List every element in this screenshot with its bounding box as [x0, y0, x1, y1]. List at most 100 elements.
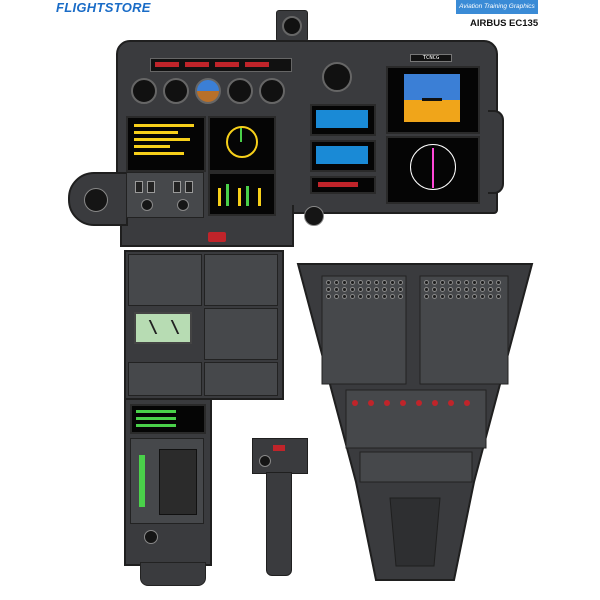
circuit-breaker-icon[interactable]	[342, 294, 347, 299]
circuit-breaker-icon[interactable]	[448, 294, 453, 299]
toggle-switch[interactable]	[173, 181, 181, 193]
console-panel-5	[204, 362, 278, 396]
center-engine-display	[208, 116, 276, 172]
circuit-breaker-grid-right	[424, 280, 502, 299]
circuit-breaker-icon[interactable]	[326, 287, 331, 292]
circuit-breaker-icon[interactable]	[390, 287, 395, 292]
circuit-breaker-icon[interactable]	[464, 287, 469, 292]
circuit-breaker-icon[interactable]	[440, 280, 445, 285]
circuit-breaker-icon[interactable]	[472, 280, 477, 285]
display-id-label: TCNCG	[410, 54, 452, 62]
circuit-breaker-icon[interactable]	[480, 280, 485, 285]
circuit-breaker-icon[interactable]	[488, 280, 493, 285]
publisher-banner: Aviation Training Graphics	[456, 0, 538, 14]
console-panel-3	[204, 308, 278, 360]
circuit-breaker-icon[interactable]	[374, 294, 379, 299]
circuit-breaker-icon[interactable]	[350, 294, 355, 299]
circuit-breaker-icon[interactable]	[374, 287, 379, 292]
collective-lever[interactable]	[266, 472, 292, 576]
circuit-breaker-icon[interactable]	[334, 280, 339, 285]
primary-flight-display	[386, 66, 480, 134]
circuit-breaker-icon[interactable]	[398, 287, 403, 292]
toggle-switch[interactable]	[135, 181, 143, 193]
circuit-breaker-icon[interactable]	[382, 287, 387, 292]
toggle-switch[interactable]	[185, 181, 193, 193]
engine-parameter-display	[208, 172, 276, 216]
circuit-breaker-icon[interactable]	[334, 287, 339, 292]
circuit-breaker-icon[interactable]	[496, 294, 501, 299]
collective-head	[252, 438, 308, 474]
circuit-breaker-icon[interactable]	[342, 287, 347, 292]
collective-switch-icon[interactable]	[259, 455, 271, 467]
left-switch-panel	[126, 172, 204, 218]
right-wing-panel	[488, 110, 504, 194]
circuit-breaker-icon[interactable]	[480, 294, 485, 299]
circuit-breaker-icon[interactable]	[366, 287, 371, 292]
navigation-display	[386, 136, 480, 204]
console-panel-2	[204, 254, 278, 306]
audio-panel	[130, 438, 204, 524]
circuit-breaker-icon[interactable]	[448, 287, 453, 292]
console-panel-1	[128, 254, 202, 306]
circuit-breaker-icon[interactable]	[456, 280, 461, 285]
attitude-indicator-icon	[195, 78, 221, 104]
console-knob-icon[interactable]	[144, 530, 158, 544]
rotary-knob-icon[interactable]	[141, 199, 153, 211]
circuit-breaker-icon[interactable]	[358, 287, 363, 292]
circuit-breaker-icon[interactable]	[374, 280, 379, 285]
circuit-breaker-icon[interactable]	[382, 280, 387, 285]
circuit-breaker-icon[interactable]	[342, 280, 347, 285]
circuit-breaker-icon[interactable]	[398, 294, 403, 299]
circuit-breaker-icon[interactable]	[358, 294, 363, 299]
circuit-breaker-icon[interactable]	[464, 294, 469, 299]
standby-attitude-icon	[322, 62, 352, 92]
circuit-breaker-icon[interactable]	[382, 294, 387, 299]
com-nav-display	[310, 140, 376, 172]
circuit-breaker-grid-left	[326, 280, 404, 299]
circuit-breaker-icon[interactable]	[358, 280, 363, 285]
circuit-breaker-icon[interactable]	[440, 287, 445, 292]
rotary-knob-icon[interactable]	[177, 199, 189, 211]
circuit-breaker-icon[interactable]	[350, 287, 355, 292]
circuit-breaker-icon[interactable]	[496, 280, 501, 285]
circuit-breaker-icon[interactable]	[334, 294, 339, 299]
circuit-breaker-icon[interactable]	[464, 280, 469, 285]
fire-handle[interactable]	[208, 232, 226, 242]
circuit-breaker-icon[interactable]	[390, 280, 395, 285]
circuit-breaker-icon[interactable]	[472, 294, 477, 299]
circuit-breaker-icon[interactable]	[456, 294, 461, 299]
circuit-breaker-icon[interactable]	[424, 287, 429, 292]
circuit-breaker-icon[interactable]	[390, 294, 395, 299]
right-vent-knob-icon[interactable]	[304, 206, 324, 226]
circuit-breaker-icon[interactable]	[326, 294, 331, 299]
circuit-breaker-icon[interactable]	[472, 287, 477, 292]
warning-annunciator-strip	[150, 58, 292, 72]
circuit-breaker-icon[interactable]	[496, 287, 501, 292]
circuit-breaker-icon[interactable]	[488, 294, 493, 299]
toggle-switch[interactable]	[147, 181, 155, 193]
circuit-breaker-icon[interactable]	[398, 280, 403, 285]
radio-display	[134, 312, 192, 344]
circuit-breaker-icon[interactable]	[424, 280, 429, 285]
circuit-breaker-icon[interactable]	[488, 287, 493, 292]
circuit-breaker-icon[interactable]	[432, 287, 437, 292]
circuit-breaker-icon[interactable]	[456, 287, 461, 292]
circuit-breaker-icon[interactable]	[350, 280, 355, 285]
circuit-breaker-icon[interactable]	[432, 294, 437, 299]
aircraft-title: AIRBUS EC135	[470, 18, 539, 29]
transponder-display	[310, 176, 376, 194]
left-wing-panel	[68, 172, 128, 226]
circuit-breaker-icon[interactable]	[366, 280, 371, 285]
circuit-breaker-icon[interactable]	[366, 294, 371, 299]
circuit-breaker-icon[interactable]	[432, 280, 437, 285]
circuit-breaker-icon[interactable]	[448, 280, 453, 285]
brand-logo: FLIGHTSTORE	[56, 0, 151, 15]
left-vent-knob-icon[interactable]	[84, 188, 108, 212]
circuit-breaker-icon[interactable]	[480, 287, 485, 292]
circuit-breaker-icon[interactable]	[440, 294, 445, 299]
magnetic-compass	[276, 10, 308, 42]
console-base	[140, 562, 206, 586]
circuit-breaker-icon[interactable]	[424, 294, 429, 299]
left-fms-display	[126, 116, 206, 172]
circuit-breaker-icon[interactable]	[326, 280, 331, 285]
